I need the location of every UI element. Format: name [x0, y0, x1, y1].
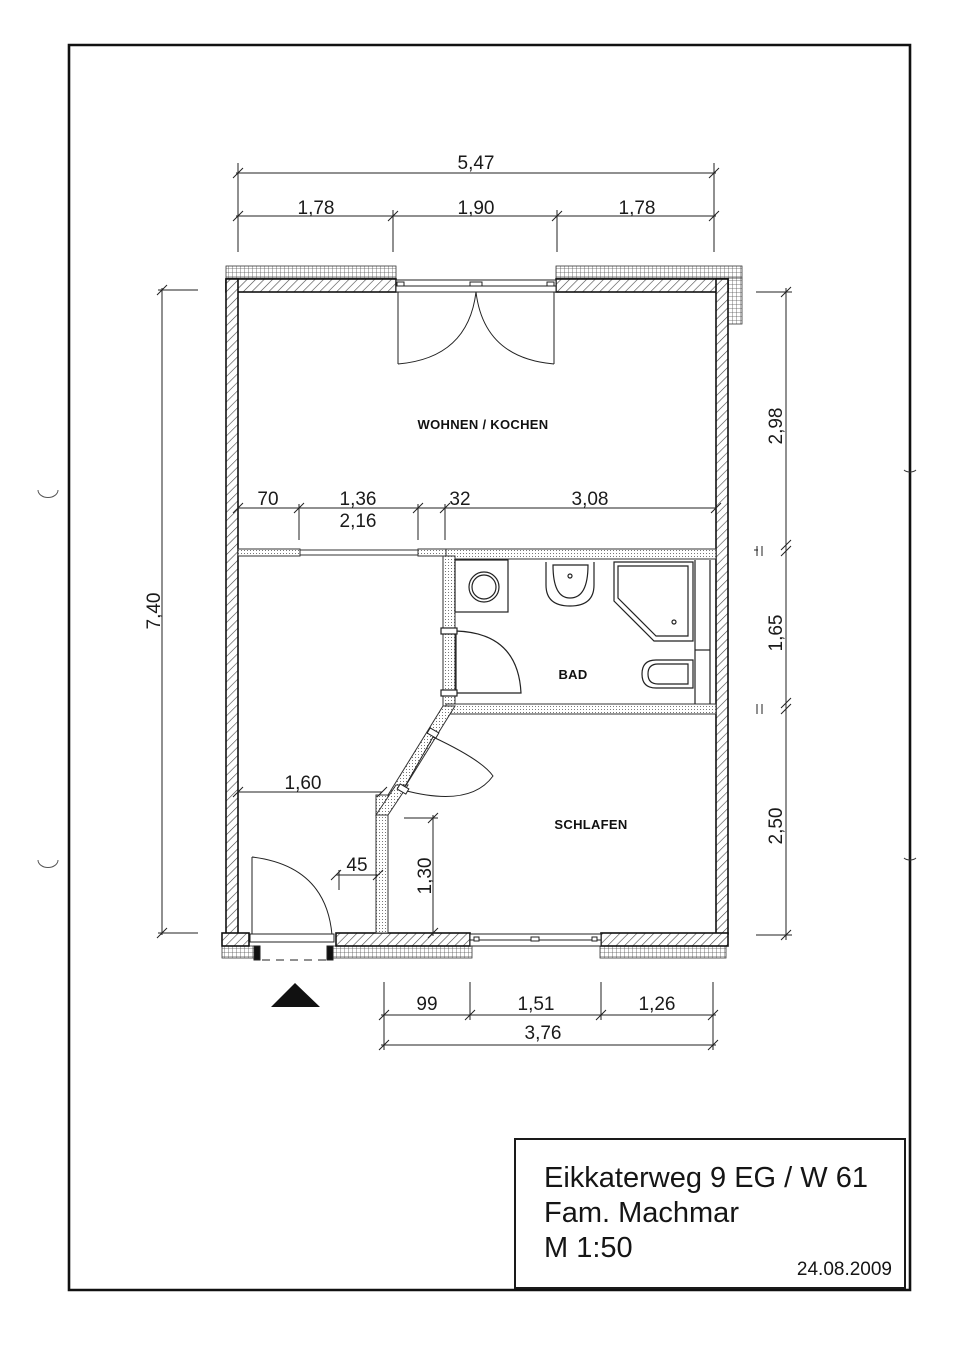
dim-top-1: 1,78: [298, 198, 335, 219]
page-frame: [37, 43, 917, 1292]
dim-left-total: 7,40: [144, 593, 165, 630]
dimension-left: [156, 284, 198, 939]
dimension-hall: [232, 786, 439, 939]
balcony-door: [395, 279, 557, 365]
dim-bottom-2: 1,51: [518, 994, 555, 1015]
bedroom-window: [469, 933, 602, 947]
binder-mark-icon: [903, 857, 917, 861]
dim-top-total: 5,47: [458, 153, 495, 174]
dim-inner-sub: 2,16: [340, 511, 377, 532]
binder-mark-icon: [903, 469, 917, 473]
room-label-wohnen: WOHNEN / KOCHEN: [418, 417, 549, 432]
interior-walls: [237, 548, 717, 934]
title-date: 24.08.2009: [796, 1259, 892, 1280]
dimension-top: [232, 163, 720, 252]
exterior-walls: [221, 278, 729, 947]
title-owner: Fam. Machmar: [544, 1197, 739, 1229]
dim-top-3: 1,78: [619, 198, 656, 219]
dim-wall-height: 1,30: [415, 858, 436, 895]
bedroom-door: [396, 727, 494, 797]
dim-inner-4: 3,08: [572, 489, 609, 510]
bathroom-fixtures: [440, 559, 711, 704]
dim-hall-width: 1,60: [285, 773, 322, 794]
room-label-schlafen: SCHLAFEN: [554, 817, 627, 832]
dim-right-3: 2,50: [766, 808, 787, 845]
exterior-insulation: [221, 265, 743, 959]
room-label-bad: BAD: [558, 667, 587, 682]
title-scale: M 1:50: [544, 1232, 633, 1264]
title-block: Eikkaterweg 9 EG / W 61 Fam. Machmar M 1…: [514, 1138, 906, 1289]
dim-bottom-total: 3,76: [525, 1023, 562, 1044]
dim-inner-3: 32: [449, 489, 470, 510]
dimension-bottom: [378, 982, 719, 1051]
dim-inner-1: 70: [257, 489, 278, 510]
entrance-arrow-icon: [271, 983, 320, 1007]
dim-right-2: 1,65: [766, 615, 787, 652]
title-address: Eikkaterweg 9 EG / W 61: [544, 1162, 868, 1194]
dim-bottom-1: 99: [416, 994, 437, 1015]
dim-top-2: 1,90: [458, 198, 495, 219]
dim-wall-offset: 45: [346, 855, 367, 876]
dim-bottom-3: 1,26: [639, 994, 676, 1015]
dim-inner-2: 1,36: [340, 489, 377, 510]
entrance-door: [249, 856, 335, 961]
dimension-inner: [232, 502, 722, 540]
dimension-right: [754, 286, 792, 941]
dim-right-1: 2,98: [766, 408, 787, 445]
